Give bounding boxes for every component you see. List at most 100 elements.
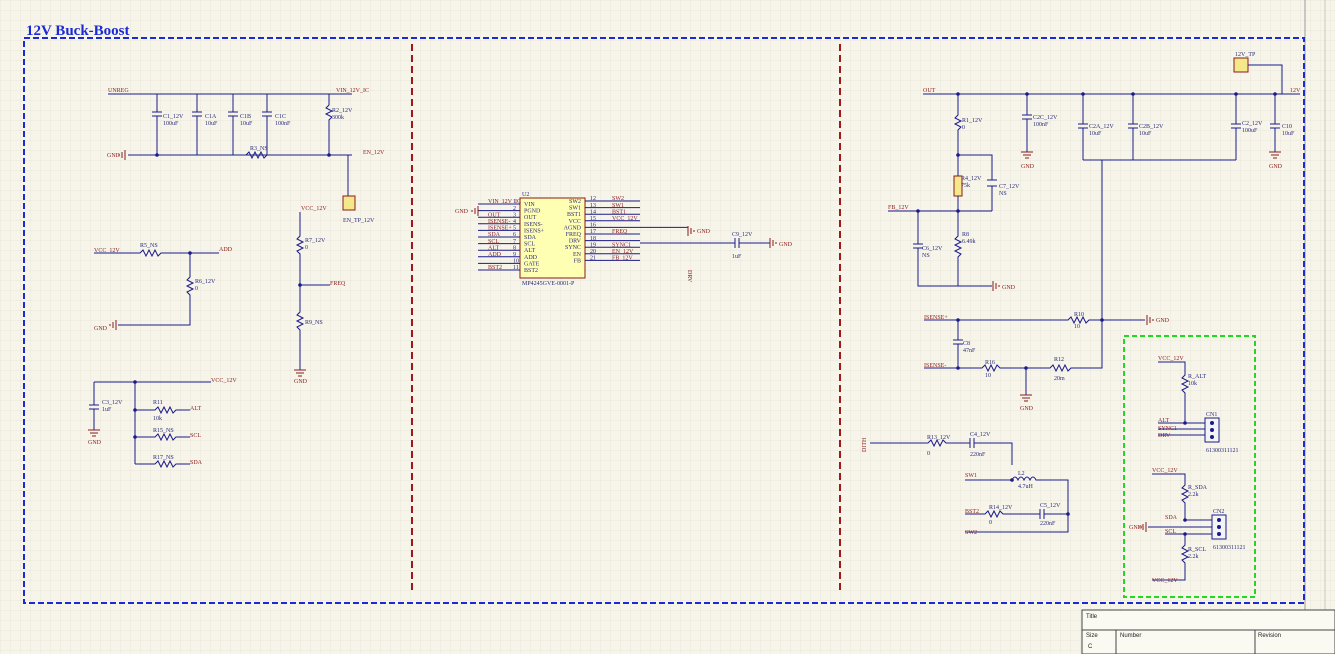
u2-pin-name: FB bbox=[574, 258, 581, 264]
sheet-title: 12V Buck-Boost bbox=[26, 23, 130, 39]
gnd-label-c9: GND bbox=[779, 242, 793, 248]
c1a-ref: C1A bbox=[205, 114, 217, 120]
gnd-label-c10: GND bbox=[1269, 164, 1283, 170]
c9-ref: C9_12V bbox=[732, 232, 753, 238]
c2c-value: 100nF bbox=[1033, 122, 1049, 128]
u2-pin-net: SYNC1 bbox=[612, 242, 631, 248]
gnd-label-1: GND bbox=[107, 153, 121, 159]
u2-pin-net: ISENSE- bbox=[488, 219, 510, 225]
r-sda-value: 2.2k bbox=[1188, 492, 1199, 498]
u2-pin-number: 6 bbox=[513, 232, 516, 238]
r12-value: 20m bbox=[1054, 376, 1065, 382]
u2-pin-number: 17 bbox=[590, 229, 596, 235]
c3-value: 1uF bbox=[102, 407, 112, 413]
c6-ref: C6_12V bbox=[922, 246, 943, 252]
u2-pin-name: ADD bbox=[524, 255, 538, 261]
tb-number-label: Number bbox=[1120, 633, 1141, 639]
u2-pin-net: BST1 bbox=[612, 209, 626, 215]
r14-value: 0 bbox=[989, 520, 992, 526]
r-scl-value: 2.2k bbox=[1188, 554, 1199, 560]
gnd-label-c2c: GND bbox=[1021, 164, 1035, 170]
r13-value: 0 bbox=[927, 451, 930, 457]
r8-ref: R8 bbox=[962, 232, 969, 238]
net-scl-1: SCL bbox=[190, 433, 201, 439]
r3-ref: R3_NS bbox=[250, 146, 268, 152]
c1b-ref: C1B bbox=[240, 114, 251, 120]
gnd-label-cn2: GND bbox=[1129, 525, 1143, 531]
u2-pin-number: 5 bbox=[513, 226, 516, 232]
net-fb: FB_12V bbox=[888, 205, 909, 211]
c8-ref: C8 bbox=[963, 341, 970, 347]
r2-value: 300k bbox=[332, 115, 344, 121]
u2-pin-number: 4 bbox=[513, 219, 516, 225]
c5-ref: C5_12V bbox=[1040, 503, 1061, 509]
c4-ref: C4_12V bbox=[970, 432, 991, 438]
r-scl-ref: R_SCL bbox=[1188, 547, 1206, 553]
net-sw1: SW1 bbox=[965, 473, 977, 479]
c6-value: NS bbox=[922, 253, 930, 259]
c2a-value: 10uF bbox=[1089, 131, 1102, 137]
u2-pin-name: EN bbox=[573, 252, 582, 258]
r5-ref: R5_NS bbox=[140, 243, 158, 249]
r13-ref: R13_12V bbox=[927, 435, 951, 441]
u2-pin-name: ALT bbox=[524, 248, 535, 254]
u2-pin-number: 10 bbox=[513, 259, 519, 265]
net-12v: 12V bbox=[1290, 88, 1301, 94]
r4-value: 75k bbox=[961, 183, 970, 189]
cn2-part: 61300311121 bbox=[1213, 545, 1246, 551]
c2a-ref: C2A_12V bbox=[1089, 124, 1114, 130]
u2-pin-net: SCL bbox=[488, 239, 499, 245]
net-vcc-1: VCC_12V bbox=[94, 248, 120, 254]
u2-pin-name: SW1 bbox=[569, 206, 581, 212]
u2-pin-name: ISENS- bbox=[524, 222, 543, 228]
r2-ref: R2_12V bbox=[332, 108, 353, 114]
net-drv-2: DRV bbox=[1158, 433, 1171, 439]
u2-pin-net: EN_12V bbox=[612, 249, 634, 255]
r10-value: 10 bbox=[1074, 324, 1080, 330]
gnd-label-r10: GND bbox=[1156, 318, 1170, 324]
u2-pin-name: AGND bbox=[564, 225, 582, 231]
u2-pin-number: 7 bbox=[513, 239, 516, 245]
u2-pin-left: 10 GATE bbox=[478, 259, 540, 267]
r11-ref: R11 bbox=[153, 400, 163, 406]
c1b-value: 10uF bbox=[240, 121, 253, 127]
u2-part: MP4245GVE-0001-P bbox=[522, 281, 575, 287]
r6-value: 0 bbox=[195, 286, 198, 292]
u2-pin-name: BST2 bbox=[524, 268, 538, 274]
c1a-value: 10uF bbox=[205, 121, 218, 127]
u2-ref: U2 bbox=[522, 192, 529, 198]
l2-value: 4.7uH bbox=[1018, 484, 1034, 490]
u2-body bbox=[519, 197, 586, 279]
c3-ref: C3_12V bbox=[102, 400, 123, 406]
c8-value: 47nF bbox=[963, 348, 976, 354]
u2-pin-name: GATE bbox=[524, 261, 540, 267]
net-isense-m: ISENSE- bbox=[924, 363, 946, 369]
gnd-label-u2: GND bbox=[455, 209, 469, 215]
u2-pin-net: ADD bbox=[488, 252, 502, 258]
net-vcc-6: VCC_12V bbox=[1152, 578, 1178, 584]
u2-pin-number: 14 bbox=[590, 209, 596, 215]
net-vcc-3: VCC_12V bbox=[211, 378, 237, 384]
gnd-label-2: GND bbox=[94, 326, 108, 332]
net-isense-p: ISENSE+ bbox=[924, 315, 948, 321]
tb-size-label: Size bbox=[1086, 633, 1098, 639]
gnd-label-3: GND bbox=[294, 379, 308, 385]
u2-pin-net: ALT bbox=[488, 245, 499, 251]
net-scl-2: SCL bbox=[1165, 529, 1176, 535]
